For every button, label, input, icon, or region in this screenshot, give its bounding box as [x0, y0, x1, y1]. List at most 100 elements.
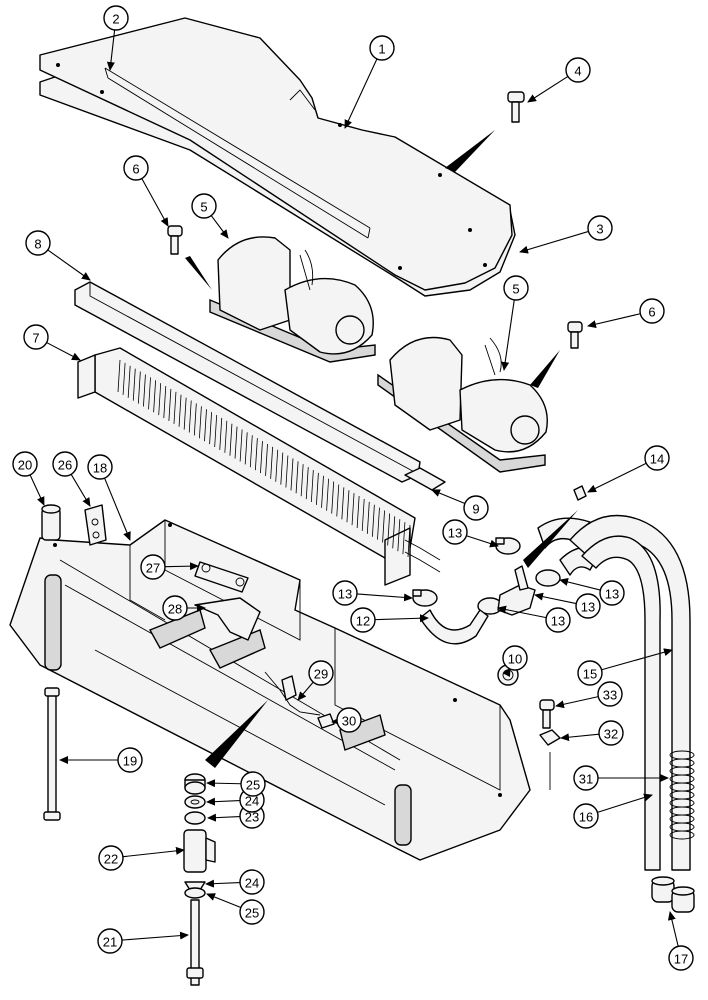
heater-core-fin [199, 406, 202, 439]
heater-core-fin [158, 383, 162, 416]
callout-leader-3 [519, 230, 589, 254]
callout-number-6: 6 [132, 162, 139, 177]
callout-leader-13 [534, 592, 577, 605]
callout-leader-20 [29, 474, 45, 506]
clamp-13a [495, 537, 521, 555]
callout-circle-31 [573, 765, 599, 791]
heater-core-fin [331, 481, 335, 514]
heater-core-fin [148, 377, 151, 410]
callout-number-16: 16 [579, 810, 593, 825]
coil-spring-32 [669, 750, 695, 840]
callout-circle-5 [191, 193, 217, 219]
callout-leader-15 [601, 648, 673, 671]
callout-circle-20 [12, 451, 38, 477]
heater-core-fin [371, 504, 375, 537]
heater-core-fin [229, 423, 233, 456]
callout-circle-6 [123, 155, 149, 181]
callout-number-31: 31 [579, 772, 593, 787]
top-cover-assembly [39, 17, 516, 297]
callout-leader-32 [560, 733, 600, 742]
callout-leader-14 [587, 462, 647, 493]
heater-core-fin [224, 420, 228, 453]
callout-circle-18 [87, 454, 113, 480]
bracket-27 [84, 504, 107, 546]
heater-core-fin [178, 394, 182, 427]
callout-number-2: 2 [112, 12, 119, 27]
heater-core-fin [346, 490, 350, 523]
callout-number-24: 24 [245, 876, 259, 891]
clip-15 [573, 485, 587, 501]
callout-leader-12 [374, 614, 429, 623]
arrow-marker [523, 510, 578, 568]
callout-leader-21 [121, 931, 189, 941]
callout-leader-5 [210, 215, 229, 239]
heater-core-fin [254, 438, 258, 471]
callout-leader-6 [141, 178, 169, 227]
callout-circle-5 [503, 275, 529, 301]
callout-number-32: 32 [604, 727, 618, 742]
callout-number-33: 33 [603, 688, 617, 703]
heater-core-fin [326, 478, 329, 511]
callout-circle-13 [332, 580, 358, 606]
seal-9 [404, 467, 446, 491]
callout-leader-25 [206, 893, 242, 909]
callout-number-29: 29 [314, 667, 328, 682]
callout-number-20: 20 [18, 458, 32, 473]
callout-circle-13 [575, 593, 601, 619]
heater-core-fin [193, 403, 197, 436]
callout-leader-24 [205, 879, 241, 888]
callout-number-26: 26 [58, 458, 72, 473]
washer-25a [184, 795, 206, 809]
heater-core-fin [341, 487, 345, 520]
callout-number-25: 25 [245, 906, 259, 921]
screw-6-left [167, 225, 212, 290]
bracket-29 [194, 597, 261, 641]
callout-leader-1 [344, 58, 378, 129]
callout-leader-13 [497, 605, 547, 619]
heater-core-fin [214, 414, 218, 448]
heater-core-fin [285, 455, 289, 488]
callout-layer: 1234556678910121313131313141516171819202… [12, 5, 694, 971]
heater-core-fin [305, 467, 309, 500]
spring-coil [669, 830, 695, 840]
heater-core-fin [219, 417, 223, 450]
callout-number-13: 13 [551, 614, 565, 629]
callout-number-30: 30 [342, 714, 356, 729]
callout-circle-16 [573, 803, 599, 829]
callout-leader-13 [356, 593, 413, 602]
callout-circle-12 [350, 607, 376, 633]
heater-core-fin [361, 498, 365, 531]
heater-core-fin [321, 475, 324, 508]
callout-circle-13 [442, 519, 468, 545]
callout-circle-14 [644, 445, 670, 471]
callout-number-9: 9 [472, 502, 479, 517]
callout-circle-28 [162, 595, 188, 621]
heater-core-fin [356, 496, 360, 529]
callout-circle-17 [668, 945, 694, 971]
bushing-23 [183, 829, 216, 873]
callout-leader-22 [122, 846, 185, 858]
callout-leader-7 [46, 342, 81, 361]
callout-number-28: 28 [168, 602, 182, 617]
callout-leader-17 [667, 911, 679, 947]
callout-circle-4 [565, 57, 591, 83]
callout-number-25: 25 [246, 778, 260, 793]
heater-core-fin [153, 380, 157, 413]
heater-core-fin [280, 452, 284, 485]
heater-core-fin [122, 362, 126, 395]
heater-core-fin [168, 388, 172, 421]
callout-circle-25 [240, 771, 266, 797]
callout-circle-1 [369, 35, 395, 61]
callout-circle-21 [97, 928, 123, 954]
callout-leader-5 [501, 299, 515, 371]
heater-core-fin [265, 443, 268, 476]
screw-34 [539, 699, 555, 729]
callout-circle-29 [308, 660, 334, 686]
callout-number-13: 13 [605, 587, 619, 602]
callout-circle-30 [336, 707, 362, 733]
callout-circle-33 [597, 681, 623, 707]
clamp-13d [535, 569, 561, 587]
heater-core-fin [382, 510, 385, 543]
callout-circle-22 [98, 845, 124, 871]
